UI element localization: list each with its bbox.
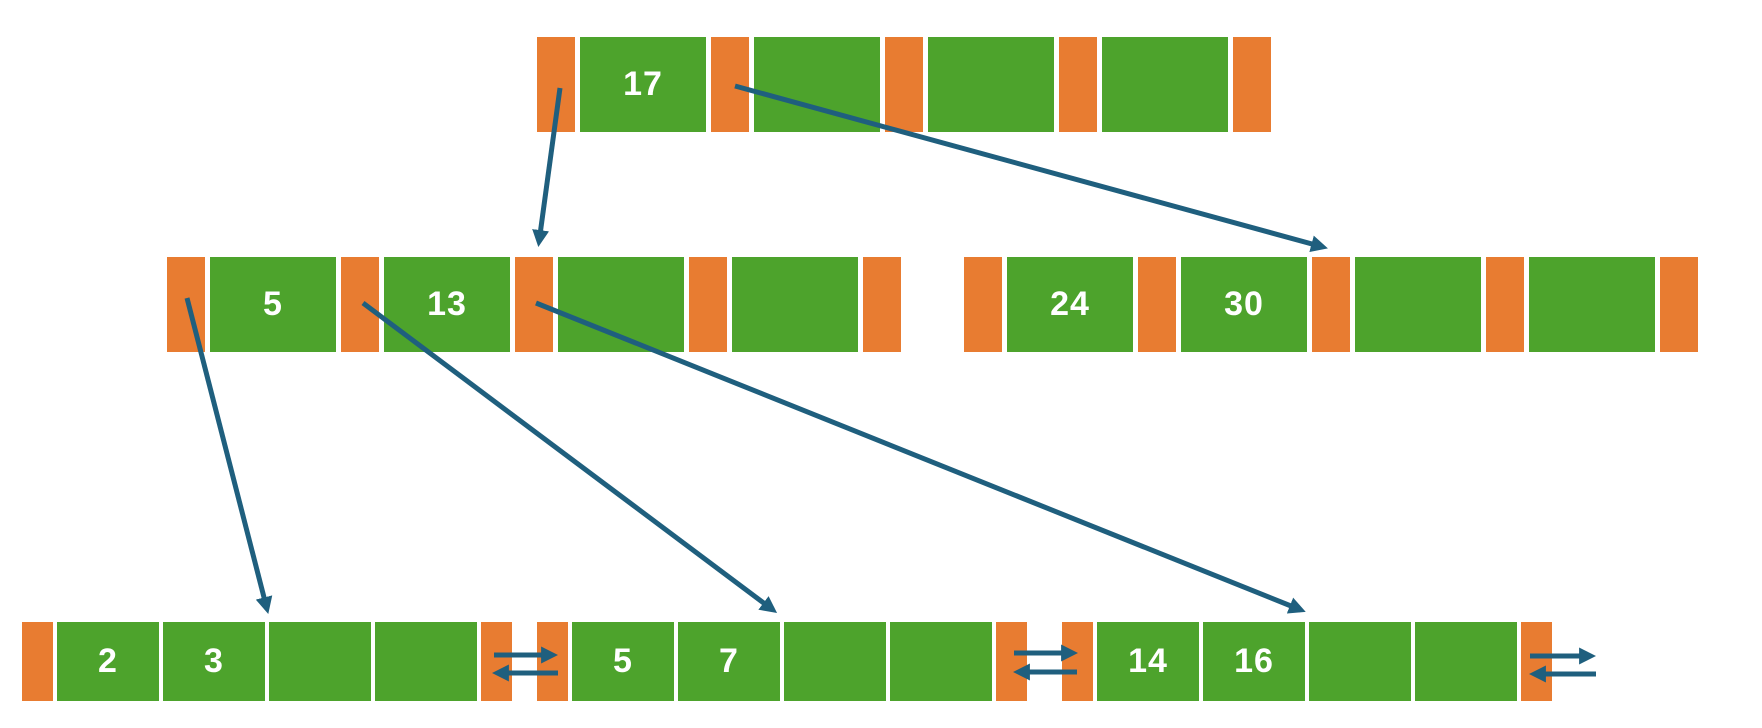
root-pointer-cell [711, 37, 749, 132]
leaf-3-key-cell: 16 [1203, 622, 1305, 701]
root-pointer-cell [1059, 37, 1097, 132]
leaf-2-key-cell [784, 622, 886, 701]
leaf-2-key-cell: 7 [678, 622, 780, 701]
leaf-1-pointer-cell [481, 622, 512, 701]
internal-right-key-cell [1529, 257, 1655, 352]
leaf-1-key-cell [375, 622, 477, 701]
root-key-cell [1102, 37, 1228, 132]
internal-right-pointer-cell [1660, 257, 1698, 352]
root-key-cell [754, 37, 880, 132]
leaf-1-key-cell: 2 [57, 622, 159, 701]
leaf-1-key-cell: 3 [163, 622, 265, 701]
internal-right-key-cell [1355, 257, 1481, 352]
internal-right-key-cell: 24 [1007, 257, 1133, 352]
internal-left-key-cell: 5 [210, 257, 336, 352]
internal-right-pointer-cell [1312, 257, 1350, 352]
leaf-2-pointer-cell [537, 622, 568, 701]
leaf-1-key-cell [269, 622, 371, 701]
root-pointer-cell [885, 37, 923, 132]
tree-node-internal-right: 24 30 [964, 257, 1698, 352]
tree-node-root: 17 [537, 37, 1271, 132]
internal-right-pointer-cell [1486, 257, 1524, 352]
leaf-3-key-cell [1415, 622, 1517, 701]
leaf-2-key-cell: 5 [572, 622, 674, 701]
internal-left-pointer-cell [515, 257, 553, 352]
internal-right-key-cell: 30 [1181, 257, 1307, 352]
root-pointer-cell [1233, 37, 1271, 132]
leaf-3-pointer-cell [1062, 622, 1093, 701]
internal-left-key-cell: 13 [384, 257, 510, 352]
internal-left-pointer-cell [167, 257, 205, 352]
leaf-3-key-cell: 14 [1097, 622, 1199, 701]
root-pointer-cell [537, 37, 575, 132]
leaf-1-pointer-cell [22, 622, 53, 701]
root-key-cell: 17 [580, 37, 706, 132]
internal-left-key-cell [732, 257, 858, 352]
internal-left-pointer-cell [689, 257, 727, 352]
internal-right-pointer-cell [1138, 257, 1176, 352]
root-key-cell [928, 37, 1054, 132]
leaf-2-key-cell [890, 622, 992, 701]
internal-left-pointer-cell [863, 257, 901, 352]
internal-left-key-cell [558, 257, 684, 352]
internal-right-pointer-cell [964, 257, 1002, 352]
leaf-2-pointer-cell [996, 622, 1027, 701]
tree-node-internal-left: 5 13 [167, 257, 901, 352]
leaf-3-key-cell [1309, 622, 1411, 701]
leaf-3-pointer-cell [1521, 622, 1552, 701]
internal-left-pointer-cell [341, 257, 379, 352]
